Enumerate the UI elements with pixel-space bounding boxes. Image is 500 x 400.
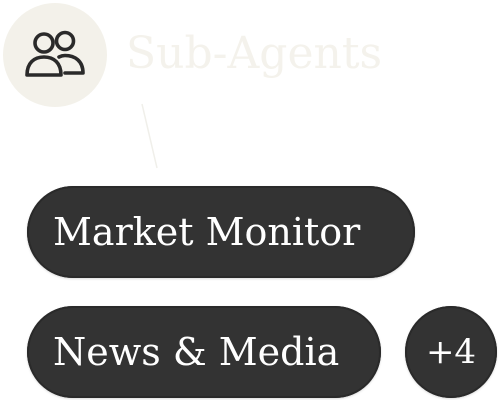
agent-chip-news-media[interactable]: News & Media xyxy=(27,306,381,398)
users-icon-container xyxy=(3,3,107,107)
agent-chip-label: Market Monitor xyxy=(53,210,361,254)
users-icon xyxy=(25,30,85,77)
more-agents-badge[interactable]: +4 xyxy=(405,306,497,398)
more-agents-count: +4 xyxy=(425,332,477,372)
section-title: Sub-Agents xyxy=(126,28,383,79)
agent-chip-market-monitor[interactable]: Market Monitor xyxy=(27,186,415,278)
agent-chip-label: News & Media xyxy=(53,330,340,374)
